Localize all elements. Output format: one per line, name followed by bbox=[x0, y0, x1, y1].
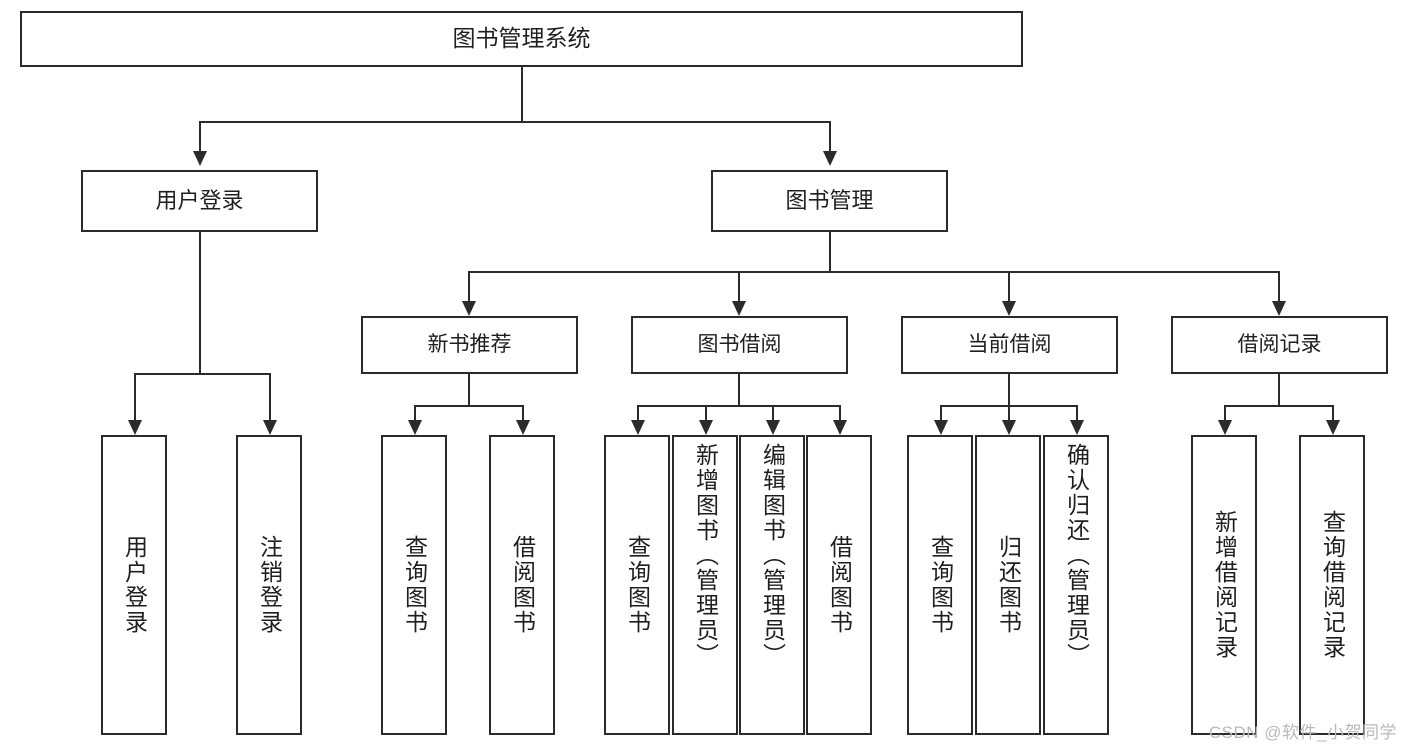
leaf-add-borrow-record[interactable]: 新增借阅记录 bbox=[1191, 435, 1257, 735]
leaf-label: 查询图书 bbox=[401, 535, 428, 635]
node-new-book-recommend[interactable]: 新书推荐 bbox=[361, 316, 578, 374]
arrowhead-cb-leaf-2 bbox=[1002, 420, 1016, 435]
arrowhead-nbr-leaf-2 bbox=[516, 420, 530, 435]
connector-br-stem bbox=[1278, 374, 1280, 406]
arrowhead-bb-leaf-2 bbox=[699, 420, 713, 435]
node-book-management[interactable]: 图书管理 bbox=[711, 170, 948, 232]
node-label: 当前借阅 bbox=[967, 332, 1052, 356]
node-label: 图书管理系统 bbox=[452, 25, 591, 52]
arrowhead-new-book-recommend bbox=[462, 301, 476, 316]
connector-bb-drop-3 bbox=[772, 405, 774, 420]
node-user-login[interactable]: 用户登录 bbox=[81, 170, 318, 232]
leaf-label: 借阅图书 bbox=[826, 535, 853, 635]
leaf-edit-book-admin[interactable]: 编辑图书（管理员） bbox=[739, 435, 805, 735]
leaf-label: 编辑图书（管理员） bbox=[759, 443, 786, 668]
csdn-watermark: CSDN @软件_小贺同学 bbox=[1208, 723, 1397, 742]
arrowhead-br-leaf-2 bbox=[1326, 420, 1340, 435]
arrowhead-cb-leaf-1 bbox=[934, 420, 948, 435]
connector-root-stem bbox=[521, 67, 523, 122]
arrowhead-bb-leaf-3 bbox=[766, 420, 780, 435]
connector-br-drop-2 bbox=[1332, 405, 1334, 420]
leaf-label: 查询借阅记录 bbox=[1319, 510, 1346, 660]
leaf-user-login[interactable]: 用户登录 bbox=[101, 435, 167, 735]
leaf-borrow-book-bb[interactable]: 借阅图书 bbox=[806, 435, 872, 735]
leaf-label: 新增图书（管理员） bbox=[692, 443, 719, 668]
leaf-query-book-cb[interactable]: 查询图书 bbox=[907, 435, 973, 735]
arrowhead-book-borrow bbox=[732, 301, 746, 316]
connector-bb-drop-4 bbox=[839, 405, 841, 420]
leaf-label: 借阅图书 bbox=[509, 535, 536, 635]
leaf-query-book-bb[interactable]: 查询图书 bbox=[604, 435, 670, 735]
connector-nbr-drop-2 bbox=[522, 405, 524, 420]
connector-user-login-drop-1 bbox=[134, 373, 136, 420]
arrowhead-nbr-leaf-1 bbox=[408, 420, 422, 435]
connector-user-login-bus bbox=[134, 373, 270, 375]
connector-bm-drop-1 bbox=[468, 271, 470, 301]
connector-root-drop-left bbox=[199, 121, 201, 151]
leaf-borrow-book-nbr[interactable]: 借阅图书 bbox=[489, 435, 555, 735]
leaf-confirm-return-admin[interactable]: 确认归还（管理员） bbox=[1043, 435, 1109, 735]
connector-bb-stem bbox=[738, 374, 740, 406]
node-current-borrow[interactable]: 当前借阅 bbox=[901, 316, 1118, 374]
connector-bb-drop-2 bbox=[705, 405, 707, 420]
leaf-label: 查询图书 bbox=[927, 535, 954, 635]
node-label: 图书借阅 bbox=[697, 332, 782, 356]
arrowhead-bb-leaf-4 bbox=[833, 420, 847, 435]
node-borrow-record[interactable]: 借阅记录 bbox=[1171, 316, 1388, 374]
connector-book-management-bus bbox=[468, 271, 1280, 273]
node-book-borrow[interactable]: 图书借阅 bbox=[631, 316, 848, 374]
connector-user-login-stem bbox=[199, 232, 201, 374]
connector-bb-bus bbox=[637, 405, 839, 407]
connector-book-management-stem bbox=[829, 232, 831, 272]
connector-cb-stem bbox=[1008, 374, 1010, 406]
connector-cb-drop-1 bbox=[940, 405, 942, 420]
connector-bm-drop-2 bbox=[738, 271, 740, 301]
leaf-label: 新增借阅记录 bbox=[1211, 510, 1238, 660]
connector-root-drop-right bbox=[829, 121, 831, 151]
leaf-add-book-admin[interactable]: 新增图书（管理员） bbox=[672, 435, 738, 735]
arrowhead-user-login bbox=[193, 151, 207, 166]
leaf-label: 查询图书 bbox=[624, 535, 651, 635]
arrowhead-leaf-logout bbox=[263, 420, 277, 435]
connector-root-bus bbox=[199, 121, 831, 123]
connector-bm-drop-3 bbox=[1008, 271, 1010, 301]
arrowhead-br-leaf-1 bbox=[1218, 420, 1232, 435]
connector-nbr-stem bbox=[468, 374, 470, 406]
leaf-return-book[interactable]: 归还图书 bbox=[975, 435, 1041, 735]
arrowhead-borrow-record bbox=[1272, 301, 1286, 316]
arrowhead-leaf-user-login bbox=[128, 420, 142, 435]
connector-bb-drop-1 bbox=[637, 405, 639, 420]
leaf-label: 注销登录 bbox=[256, 535, 283, 635]
connector-cb-drop-3 bbox=[1076, 405, 1078, 420]
node-label: 借阅记录 bbox=[1237, 332, 1322, 356]
leaf-logout[interactable]: 注销登录 bbox=[236, 435, 302, 735]
connector-user-login-drop-2 bbox=[269, 373, 271, 420]
leaf-query-book-nbr[interactable]: 查询图书 bbox=[381, 435, 447, 735]
connector-nbr-drop-1 bbox=[414, 405, 416, 420]
node-label: 新书推荐 bbox=[427, 332, 512, 356]
connector-bm-drop-4 bbox=[1278, 271, 1280, 301]
leaf-query-borrow-record[interactable]: 查询借阅记录 bbox=[1299, 435, 1365, 735]
arrowhead-bb-leaf-1 bbox=[631, 420, 645, 435]
connector-cb-drop-2 bbox=[1008, 405, 1010, 420]
connector-br-drop-1 bbox=[1224, 405, 1226, 420]
arrowhead-book-management bbox=[823, 151, 837, 166]
connector-br-bus bbox=[1224, 405, 1334, 407]
arrowhead-cb-leaf-3 bbox=[1070, 420, 1084, 435]
node-label: 用户登录 bbox=[155, 188, 244, 214]
node-root-book-management-system[interactable]: 图书管理系统 bbox=[20, 11, 1023, 67]
connector-nbr-bus bbox=[414, 405, 524, 407]
leaf-label: 确认归还（管理员） bbox=[1063, 443, 1090, 668]
leaf-label: 归还图书 bbox=[995, 535, 1022, 635]
node-label: 图书管理 bbox=[785, 188, 874, 214]
arrowhead-current-borrow bbox=[1002, 301, 1016, 316]
leaf-label: 用户登录 bbox=[121, 535, 148, 635]
